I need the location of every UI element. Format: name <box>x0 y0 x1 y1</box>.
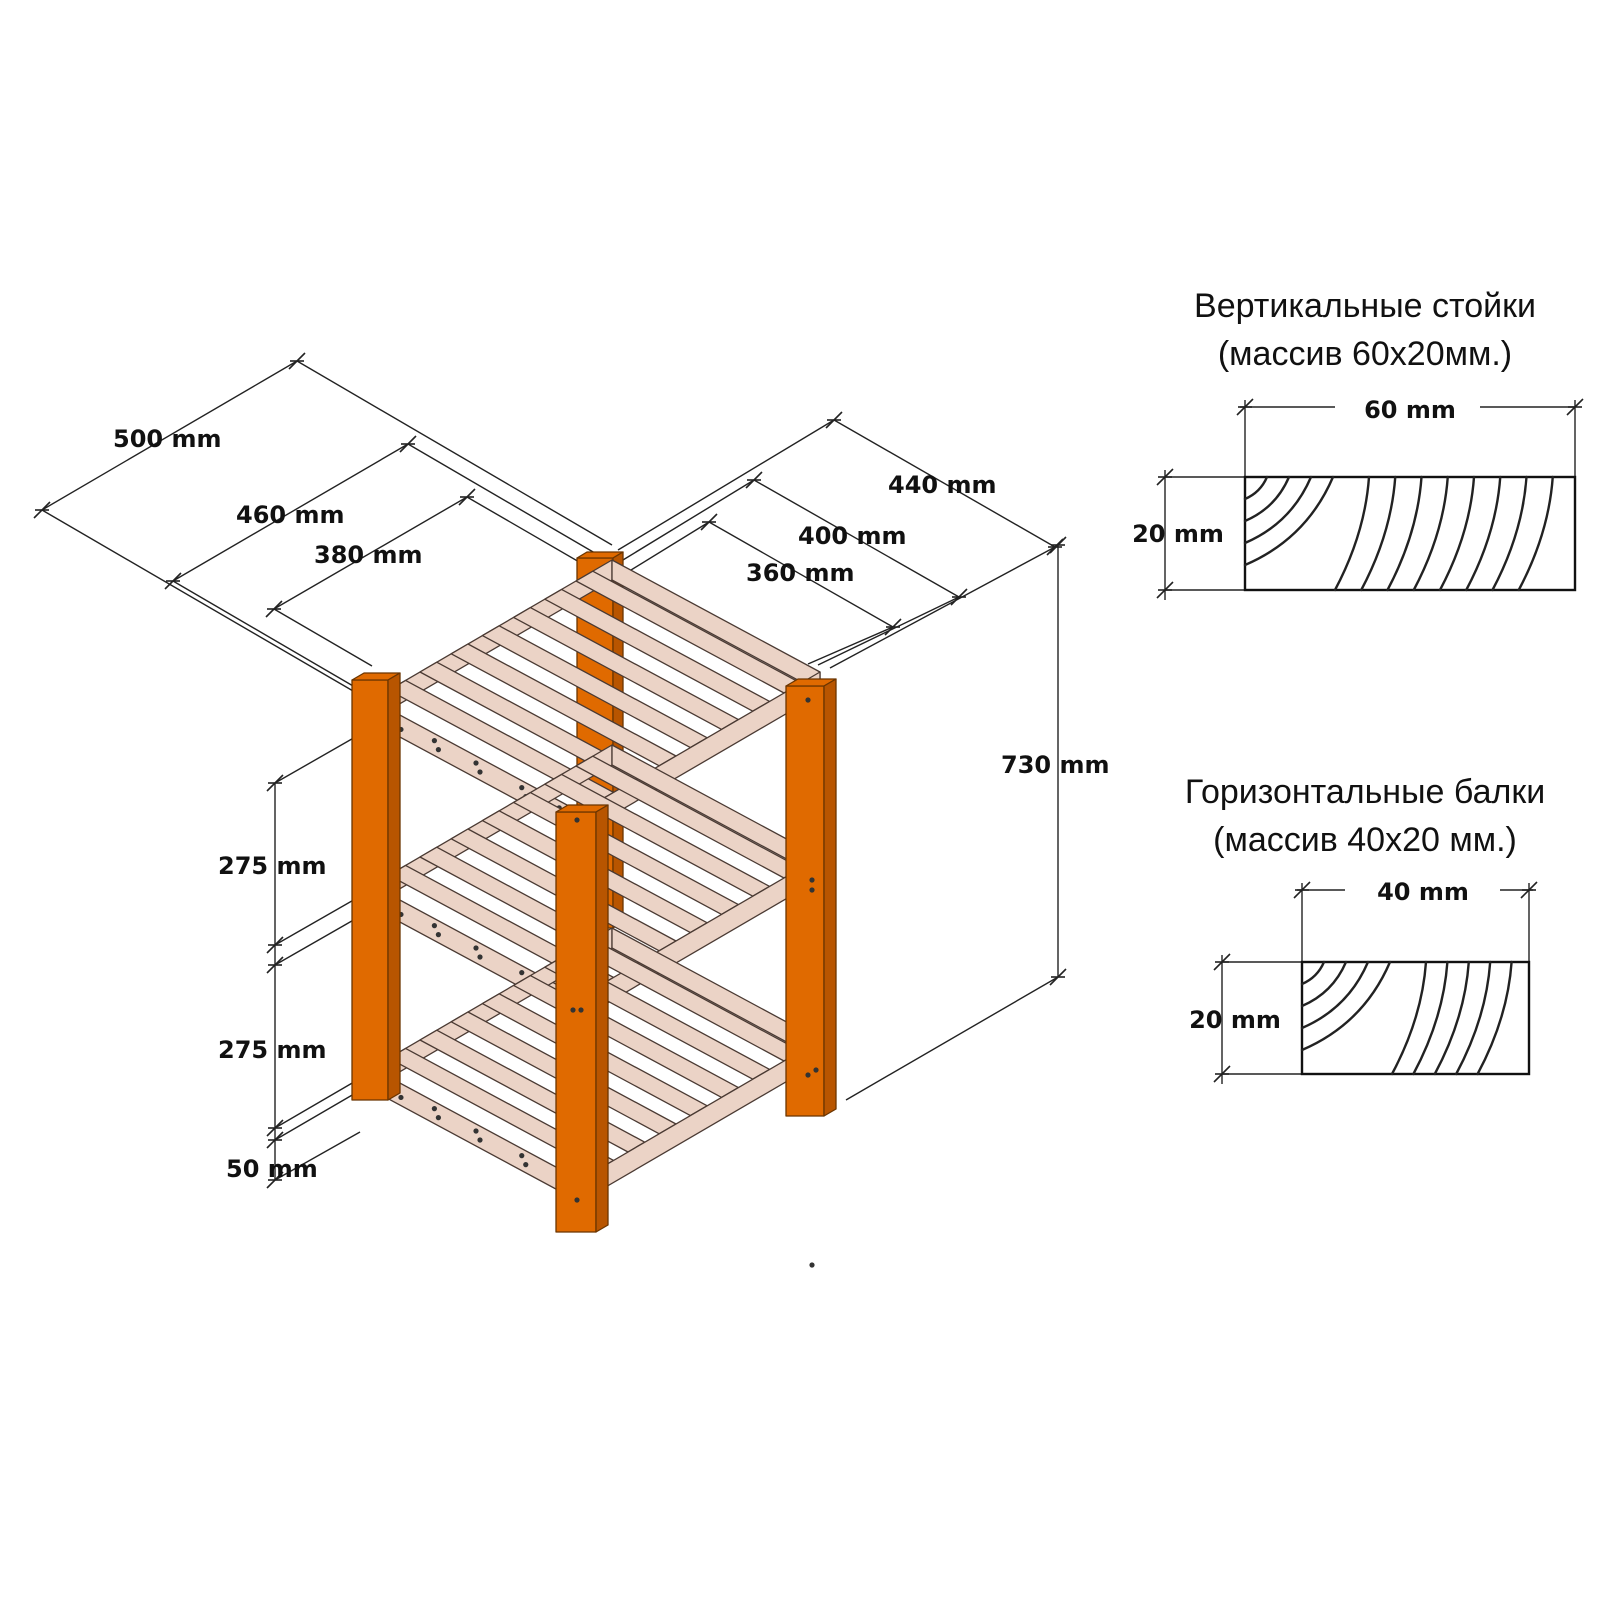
bolt <box>431 1106 437 1112</box>
grain-line <box>1465 475 1502 592</box>
gap-lower-label: 275 mm <box>218 1036 326 1064</box>
grain-ring <box>1300 960 1392 1052</box>
grain-ring <box>1300 960 1326 986</box>
front-right-post <box>785 685 825 1117</box>
bolt <box>523 1162 529 1168</box>
bolt <box>519 1153 525 1159</box>
depth-middle-label: 460 mm <box>236 501 344 529</box>
vertical-posts-title: Вертикальные стойки <box>1194 287 1536 325</box>
front-left-post-side <box>387 672 401 1101</box>
width-middle-label: 400 mm <box>798 522 906 550</box>
gap-upper-label: 275 mm <box>218 852 326 880</box>
grain-line <box>1455 960 1492 1076</box>
horizontal-beams-width-label: 40 mm <box>1377 878 1469 906</box>
front-left-post <box>351 679 389 1101</box>
bolt <box>473 760 479 766</box>
grain-line <box>1386 475 1423 592</box>
wood-grain-icon <box>1300 960 1513 1076</box>
bolt <box>809 887 815 893</box>
bolt <box>435 932 441 938</box>
depth-inner-label: 380 mm <box>314 541 422 569</box>
bolt <box>813 1067 819 1073</box>
bolt <box>805 697 811 703</box>
bolt <box>435 1115 441 1121</box>
shelf-level-1 <box>371 559 821 835</box>
dimension-labels: 500 mm 460 mm 380 mm 440 mm 400 mm 360 m… <box>113 425 1109 1183</box>
horizontal-beams-section: Горизонтальные балки (массив 40х20 мм.) … <box>1185 773 1545 1084</box>
bolt <box>473 1128 479 1134</box>
grain-ring <box>1300 960 1370 1030</box>
bolt <box>574 817 580 823</box>
vertical-posts-subtitle: (массив 60х20мм.) <box>1218 335 1512 373</box>
width-outer-label: 440 mm <box>888 471 996 499</box>
bolt <box>805 1072 811 1078</box>
grain-ring <box>1243 475 1313 545</box>
horizontal-beams-height-label: 20 mm <box>1189 1006 1281 1034</box>
grain-line <box>1412 475 1449 592</box>
front-right-post-side <box>823 678 837 1117</box>
grain-line <box>1360 475 1397 592</box>
bolt <box>473 945 479 951</box>
grain-line <box>1438 475 1476 592</box>
front-center-post-side <box>595 804 609 1233</box>
bolt <box>477 954 483 960</box>
grain-line <box>1390 960 1428 1076</box>
grain-line <box>1433 960 1470 1076</box>
vertical-posts-height-label: 20 mm <box>1132 520 1224 548</box>
vertical-posts-width-label: 60 mm <box>1364 396 1456 424</box>
bolt <box>578 1007 584 1013</box>
bolt <box>570 1007 576 1013</box>
grain-line <box>1333 475 1371 592</box>
bolt <box>431 738 437 744</box>
grain-line <box>1517 475 1554 592</box>
width-inner-label: 360 mm <box>746 559 854 587</box>
bolt <box>477 769 483 775</box>
foot-label: 50 mm <box>226 1155 318 1183</box>
grain-ring <box>1300 960 1348 1008</box>
bolt <box>519 785 525 791</box>
vertical-posts-section: Вертикальные стойки (массив 60х20мм.) 60… <box>1132 287 1577 600</box>
bolt <box>809 1262 815 1268</box>
horizontal-beams-title: Горизонтальные балки <box>1185 773 1545 811</box>
grain-ring <box>1243 475 1269 501</box>
wood-grain-icon <box>1243 475 1554 592</box>
grain-ring <box>1243 475 1291 523</box>
grain-line <box>1412 960 1449 1076</box>
bolt <box>519 970 525 976</box>
grain-line <box>1491 475 1528 592</box>
bolt <box>435 747 441 753</box>
grain-line <box>1476 960 1513 1076</box>
depth-outer-label: 500 mm <box>113 425 221 453</box>
bolt <box>574 1197 580 1203</box>
bolt <box>477 1137 483 1143</box>
bolt <box>809 877 815 883</box>
bolt <box>398 1094 404 1101</box>
shelf-unit <box>351 551 837 1268</box>
horizontal-beams-subtitle: (массив 40х20 мм.) <box>1213 821 1517 859</box>
height-total-label: 730 mm <box>1001 751 1109 779</box>
front-center-post <box>555 811 597 1233</box>
bolt <box>431 923 437 929</box>
grain-ring <box>1243 475 1335 567</box>
